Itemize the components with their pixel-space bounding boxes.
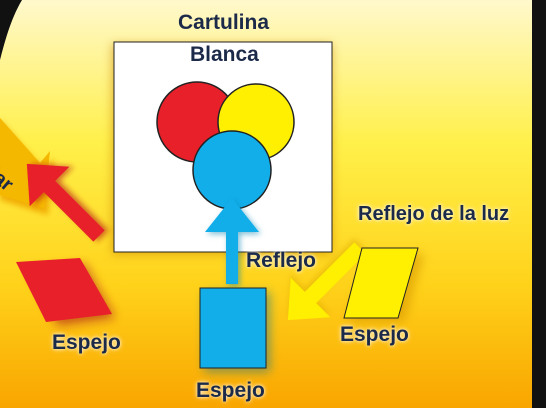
yellow-arrow <box>287 238 366 321</box>
espejo-center-label: Espejo <box>196 379 265 402</box>
card-title-line1: Cartulina <box>178 11 270 34</box>
red-mirror <box>16 258 115 326</box>
blue-circle <box>192 130 272 210</box>
card-title-line2: Blanca <box>190 43 259 66</box>
red-arrow <box>26 163 109 242</box>
reflejo-de-la-luz-label: Reflejo de la luz <box>358 203 510 225</box>
blue-arrow <box>205 198 261 286</box>
reflejo-label: Reflejo <box>246 249 317 272</box>
espejo-left-label: Espejo <box>52 331 121 354</box>
yellow-mirror <box>343 247 424 322</box>
espejo-right-label: Espejo <box>340 323 409 346</box>
top-left-dark-curve <box>0 0 22 60</box>
right-edge-shadow <box>532 0 546 408</box>
blue-mirror <box>199 287 270 372</box>
